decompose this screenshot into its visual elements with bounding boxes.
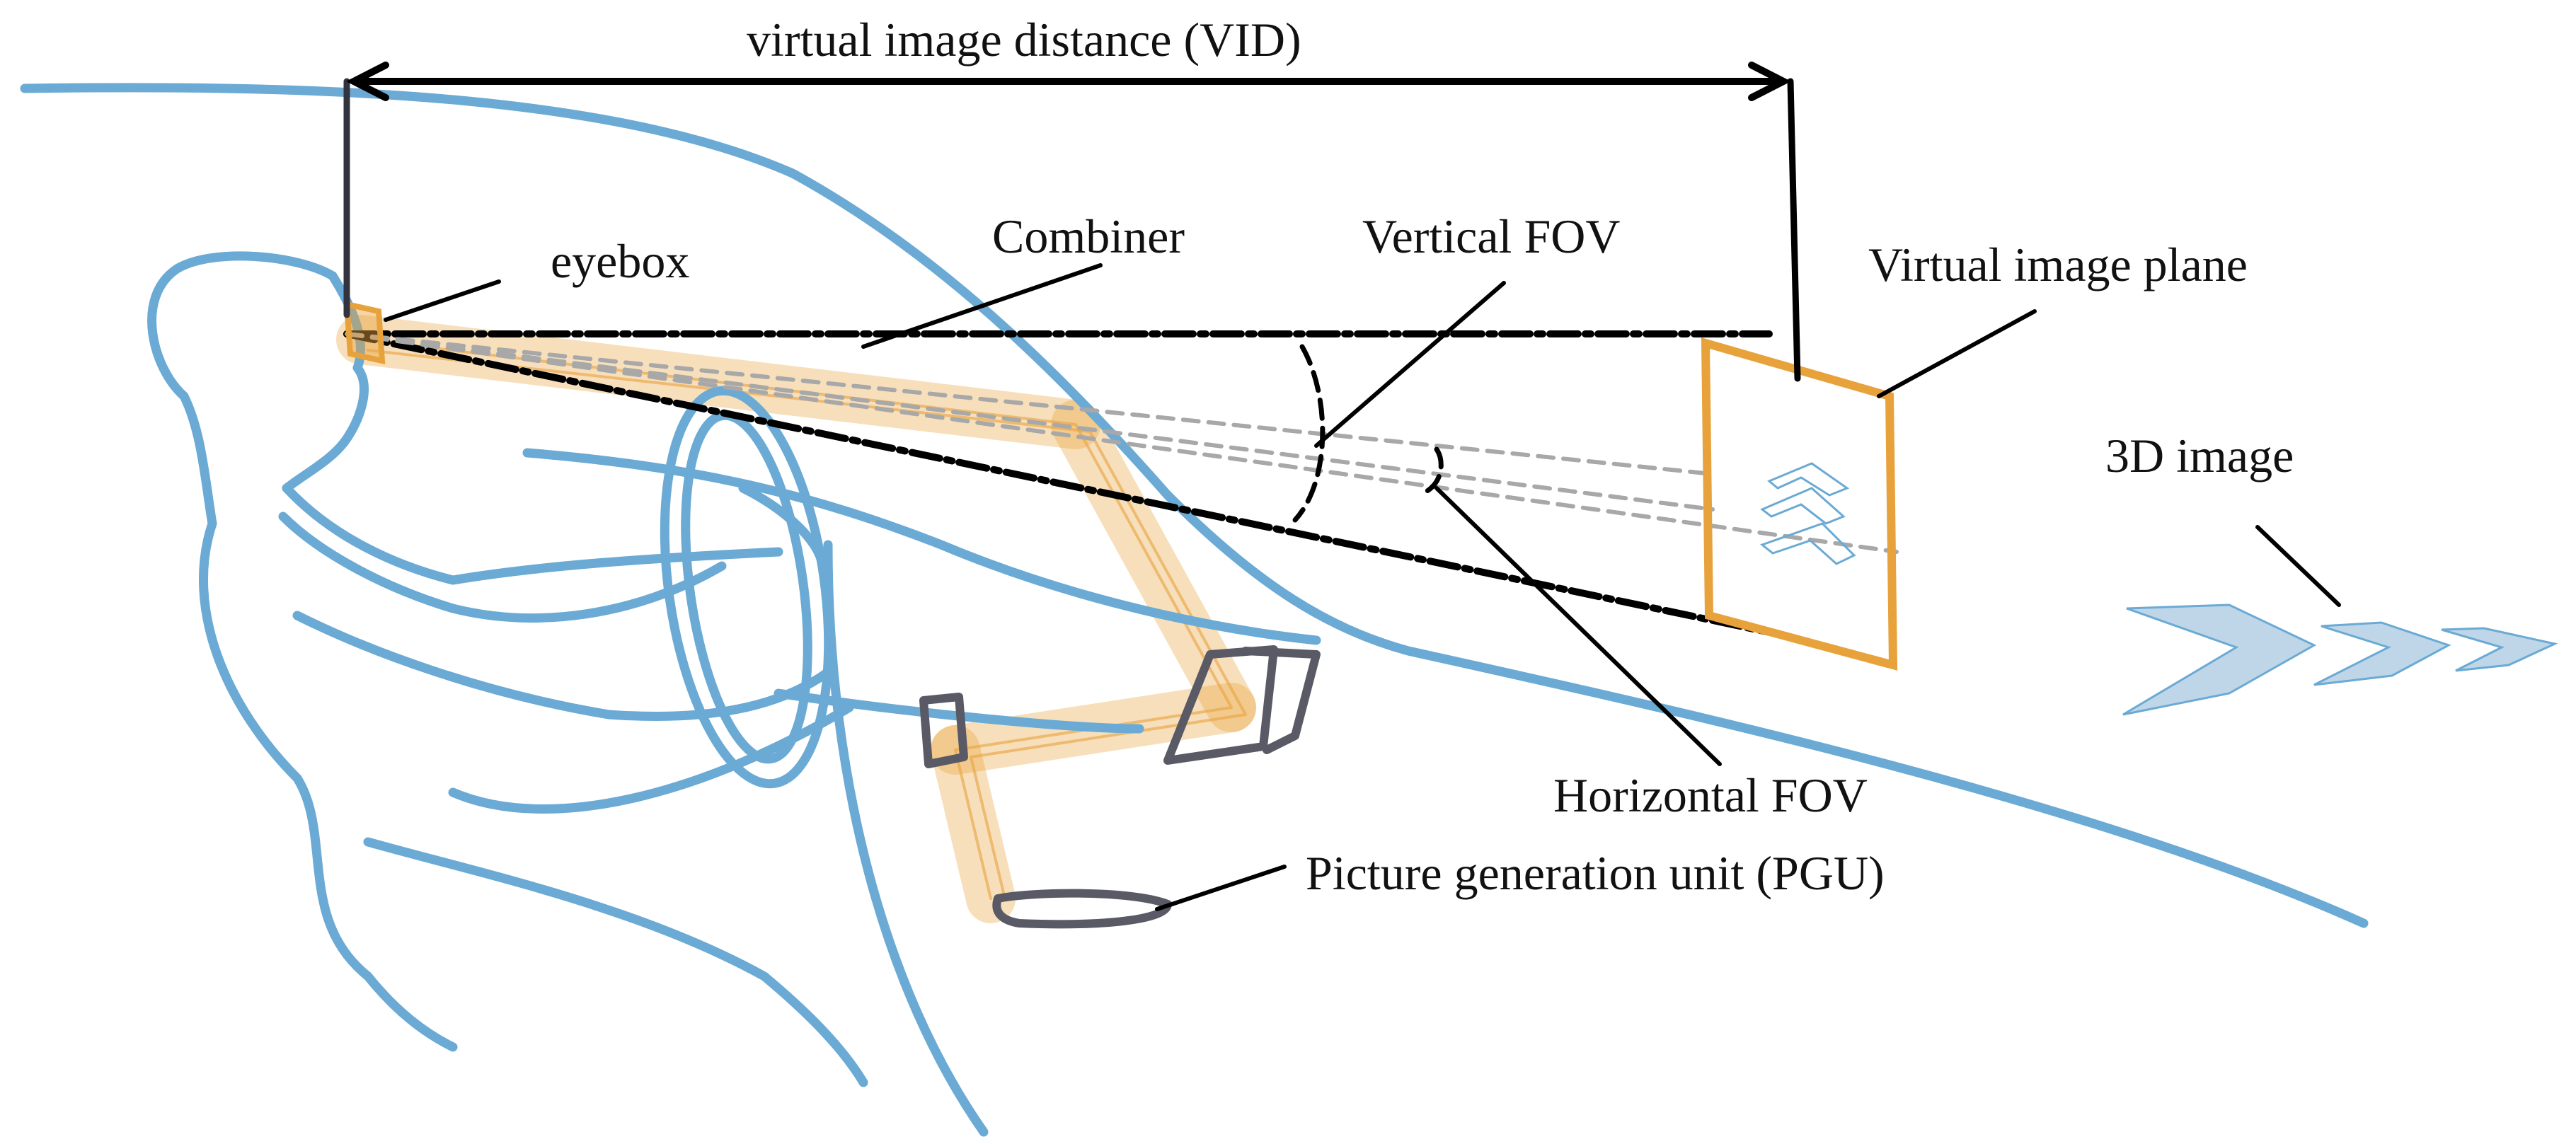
vid-label: virtual image distance (VID) xyxy=(747,13,1301,67)
ray-center-3 xyxy=(345,332,1715,512)
vertical-fov-label: Vertical FOV xyxy=(1362,209,1621,263)
pgu-label: Picture generation unit (PGU) xyxy=(1306,846,1885,900)
optical-rays xyxy=(343,330,1899,640)
virtual-image-plane-leader xyxy=(1877,309,2037,398)
vid-right-tick xyxy=(1787,78,1801,382)
virtual-image-plane-frame xyxy=(1701,337,1898,671)
combiner-label: Combiner xyxy=(992,209,1185,263)
eyebox-marker xyxy=(343,300,386,365)
eyebox-label: eyebox xyxy=(551,234,690,288)
driver-arm-upper xyxy=(278,512,727,623)
fold-mirror xyxy=(919,693,968,768)
vid-arrow-right-head xyxy=(1748,62,1791,101)
steering-arm-line xyxy=(774,688,1144,734)
ray-center-1 xyxy=(345,332,1715,476)
driver-leg xyxy=(363,837,868,1087)
driver-face xyxy=(282,271,369,493)
pgu-leader xyxy=(1155,865,1287,911)
vertical-fov-arc xyxy=(1292,344,1326,523)
curved-mirror-back xyxy=(1241,647,1321,754)
steering-wheel-outer xyxy=(660,386,834,789)
virtual-image-plane xyxy=(1701,337,1898,671)
driver-back xyxy=(199,519,458,1052)
driver-arm-lower xyxy=(292,611,833,721)
horizontal-fov-label: Horizontal FOV xyxy=(1553,768,1868,822)
image-3d-label: 3D image xyxy=(2105,429,2294,483)
horizontal-fov-leader xyxy=(1434,486,1722,766)
vid-arrow-left-head xyxy=(346,62,389,101)
eyebox-leader xyxy=(384,279,501,322)
fov-arcs xyxy=(1292,344,1444,523)
vid-dimension xyxy=(343,62,1801,382)
image-3d-leader xyxy=(2255,525,2341,607)
driver-head xyxy=(147,251,338,528)
optical-devices xyxy=(919,645,1321,929)
combiner-leader xyxy=(861,263,1103,349)
windshield-roof-line xyxy=(20,83,2369,928)
vertical-fov-leader xyxy=(1314,281,1506,448)
driver-thigh xyxy=(448,703,854,814)
horizontal-fov-arc xyxy=(1423,446,1444,495)
virtual-image-plane-label: Virtual image plane xyxy=(1868,238,2248,291)
leader-lines xyxy=(384,263,2341,911)
image-3d-arrow-medium xyxy=(2313,621,2451,686)
image-3d-arrows xyxy=(2122,603,2558,716)
image-3d-arrow-small xyxy=(2441,627,2558,672)
ray-lower xyxy=(343,330,1794,640)
ray-center-2 xyxy=(345,332,1899,554)
pgu-device xyxy=(992,889,1172,929)
dashboard-line xyxy=(522,448,1321,645)
image-3d-arrow-large xyxy=(2122,603,2317,716)
car-and-driver-outline xyxy=(20,83,2369,1137)
beam-edge-2 xyxy=(367,349,1247,900)
virtual-image-arrows xyxy=(1759,462,1856,565)
